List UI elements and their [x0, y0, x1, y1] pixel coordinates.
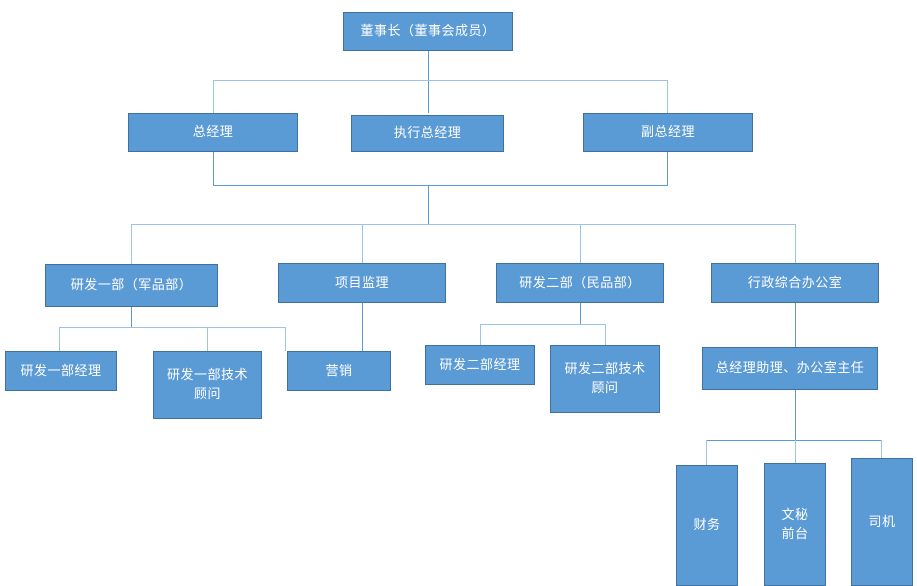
node-rd-dept-1[interactable]: 研发一部（军品部） — [45, 264, 218, 307]
node-gm-assistant-office-director[interactable]: 总经理助理、办公室主任 — [702, 347, 878, 390]
connector-drop-gm — [213, 80, 214, 113]
connector-admin-to-gm-asst — [795, 303, 796, 347]
connector-merge-bar — [213, 185, 668, 186]
node-gm-assistant-office-director-label: 总经理助理、办公室主任 — [715, 360, 865, 376]
connector-level3-bus — [131, 224, 796, 225]
node-finance[interactable]: 财务 — [676, 465, 738, 586]
node-driver-label: 司机 — [868, 513, 896, 529]
connector-gm-asst-stem — [795, 390, 796, 441]
connector-bottom-bus — [706, 440, 882, 441]
connector-drop-rd1-mgr — [59, 327, 60, 351]
node-admin-office[interactable]: 行政综合办公室 — [711, 263, 879, 303]
node-executive-general-manager[interactable]: 执行总经理 — [351, 115, 504, 152]
connector-deputy-gm-down — [667, 152, 668, 186]
node-rd1-technical-advisor-label: 研发一部技术 顾问 — [166, 367, 248, 401]
node-deputy-general-manager[interactable]: 副总经理 — [583, 113, 753, 152]
node-general-manager[interactable]: 总经理 — [128, 113, 298, 152]
node-secretary-reception-label: 文秘 前台 — [781, 506, 809, 541]
connector-drop-secretary — [795, 440, 796, 463]
node-rd1-technical-advisor[interactable]: 研发一部技术 顾问 — [153, 351, 262, 419]
connector-drop-rd2-mgr — [480, 324, 481, 345]
node-driver[interactable]: 司机 — [851, 458, 913, 586]
connector-rd2-bus — [480, 324, 605, 325]
connector-rd2-stem — [580, 303, 581, 325]
connector-drop-rd2-tech — [605, 324, 606, 345]
connector-drop-driver — [881, 440, 882, 458]
node-rd1-manager[interactable]: 研发一部经理 — [5, 351, 117, 391]
node-chairman-label: 董事长（董事会成员） — [360, 23, 496, 39]
connector-drop-admin — [795, 224, 796, 264]
node-chairman[interactable]: 董事长（董事会成员） — [343, 12, 513, 51]
connector-merge-stem — [428, 185, 429, 224]
node-admin-office-label: 行政综合办公室 — [747, 274, 843, 290]
node-rd1-manager-label: 研发一部经理 — [20, 362, 102, 378]
connector-rd1-bus — [59, 327, 286, 328]
connector-drop-marketing-from-rd1 — [285, 327, 286, 351]
connector-gm-down — [213, 152, 214, 186]
node-rd-dept-2[interactable]: 研发二部（民品部） — [496, 263, 664, 303]
connector-drop-deputy-gm — [667, 80, 668, 113]
node-project-supervision-label: 项目监理 — [334, 274, 389, 290]
connector-level2-bus — [213, 80, 668, 81]
node-rd2-manager-label: 研发二部经理 — [439, 356, 521, 372]
node-deputy-general-manager-label: 副总经理 — [640, 124, 695, 140]
node-rd2-technical-advisor-label: 研发二部技术 顾问 — [564, 361, 646, 395]
node-marketing[interactable]: 营销 — [287, 351, 391, 391]
node-marketing-label: 营销 — [325, 362, 353, 378]
node-rd2-technical-advisor[interactable]: 研发二部技术 顾问 — [550, 345, 660, 413]
connector-rd1-stem — [131, 307, 132, 328]
connector-drop-rd1 — [131, 224, 132, 264]
connector-pm-to-marketing — [362, 303, 363, 351]
node-secretary-reception[interactable]: 文秘 前台 — [764, 463, 826, 586]
connector-drop-finance — [706, 440, 707, 465]
connector-drop-rd1-tech — [207, 327, 208, 351]
node-project-supervision[interactable]: 项目监理 — [278, 263, 446, 303]
connector-chairman-stem — [428, 51, 429, 113]
node-executive-general-manager-label: 执行总经理 — [393, 125, 462, 141]
connector-drop-rd2 — [580, 224, 581, 264]
connector-drop-pm — [362, 224, 363, 264]
node-rd2-manager[interactable]: 研发二部经理 — [425, 345, 535, 385]
node-rd-dept-1-label: 研发一部（军品部） — [70, 277, 193, 293]
node-finance-label: 财务 — [693, 517, 721, 533]
node-general-manager-label: 总经理 — [192, 124, 234, 140]
node-rd-dept-2-label: 研发二部（民品部） — [519, 274, 641, 290]
